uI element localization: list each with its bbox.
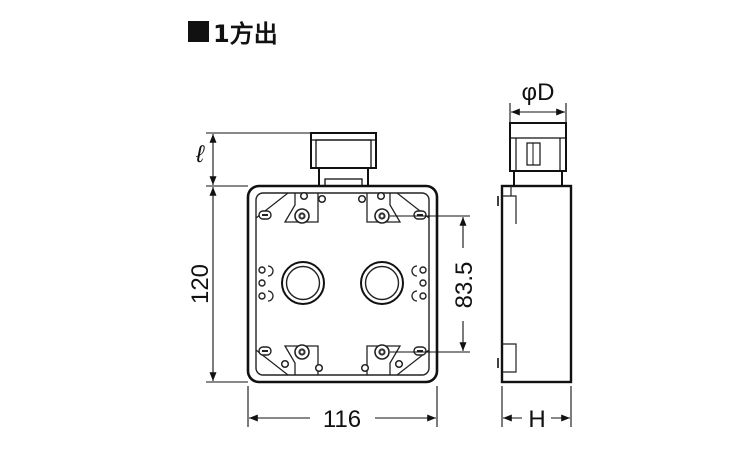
pin-icon <box>317 194 327 204</box>
pin-icon <box>394 359 404 369</box>
pin-icon <box>360 363 370 373</box>
slot-icon <box>413 210 427 220</box>
knockout-right <box>360 261 404 305</box>
knockout-left <box>281 261 325 305</box>
slot-icon <box>413 346 427 356</box>
side-holes-left <box>258 265 274 302</box>
pin-icon <box>280 359 290 369</box>
screw-icon <box>374 344 390 360</box>
box-outer <box>246 184 439 384</box>
side-view <box>497 122 573 384</box>
slot-icon <box>258 210 272 220</box>
pin-icon <box>314 363 324 373</box>
pin-icon <box>376 191 386 201</box>
outlet-pipe <box>310 132 377 187</box>
dim-height-label: 120 <box>187 264 214 304</box>
side-dimensions <box>501 103 572 427</box>
box-inner <box>255 192 430 376</box>
screw-icon <box>294 344 310 360</box>
side-pipe <box>509 122 567 186</box>
screw-icon <box>294 208 310 224</box>
front-dimensions <box>206 132 470 427</box>
dim-length-label: ℓ <box>195 141 205 168</box>
dim-diameter-label: φD <box>522 79 555 106</box>
pin-icon <box>357 194 367 204</box>
dim-pitch-label: 83.5 <box>451 262 478 309</box>
front-view <box>246 132 439 384</box>
drawing-title: 1方出 <box>188 14 278 49</box>
side-holes-right <box>411 265 427 302</box>
dim-width-label: 116 <box>323 406 361 433</box>
dim-depth-label: H <box>528 406 545 433</box>
drawing-title-text: 1方出 <box>213 20 278 48</box>
pin-icon <box>299 191 309 201</box>
slot-icon <box>258 346 272 356</box>
square-bullet-icon <box>188 21 209 42</box>
screw-icon <box>374 208 390 224</box>
side-box <box>500 184 573 384</box>
